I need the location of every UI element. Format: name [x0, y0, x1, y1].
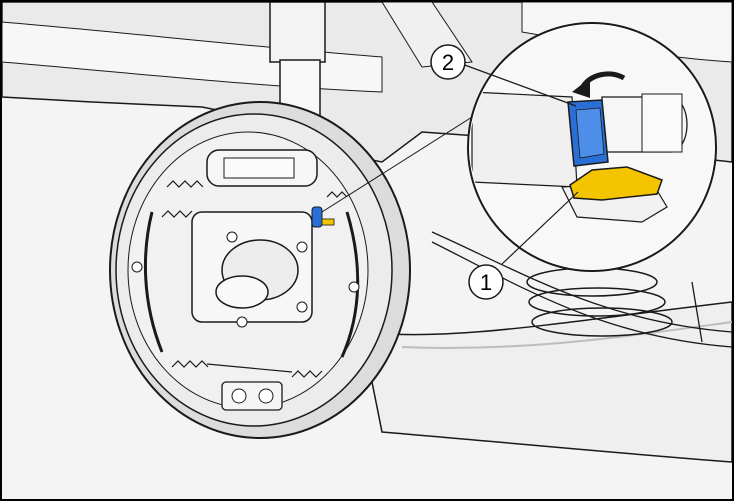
- wheel-cylinder: [206, 149, 318, 187]
- brake-lines: [431, 231, 732, 348]
- callout-2-label: 2: [442, 50, 454, 75]
- axle-beam: [361, 301, 732, 463]
- lower-springs: [171, 360, 323, 378]
- callout-leaders: [461, 63, 579, 265]
- upper-springs: [161, 180, 348, 218]
- callout-1-label: 1: [480, 270, 492, 295]
- callout-1: 1: [468, 264, 504, 300]
- hub: [131, 211, 360, 328]
- adjuster-small: [311, 206, 335, 228]
- callout-2: 2: [430, 44, 466, 80]
- detail-circle: [467, 22, 717, 272]
- anchor-block: [221, 381, 283, 411]
- detail-pointer: [321, 111, 481, 213]
